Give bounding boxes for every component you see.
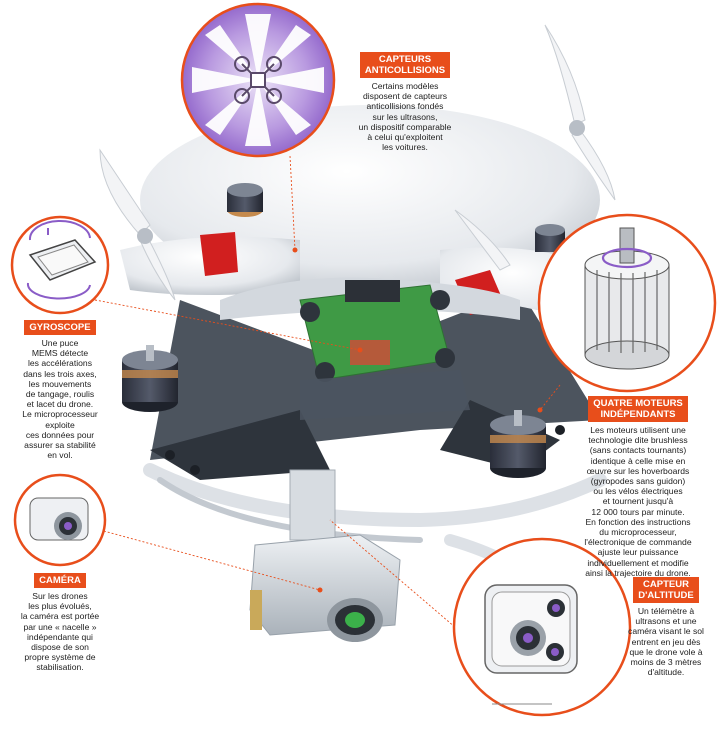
camera-gimbal	[249, 469, 401, 642]
altitude-inset	[452, 537, 632, 717]
processor-chip	[345, 280, 400, 302]
motors-callout: QUATRE MOTEURS INDÉPENDANTS Les moteurs …	[568, 396, 708, 578]
motor-back-right	[535, 224, 565, 252]
motors-title: QUATRE MOTEURS INDÉPENDANTS	[588, 396, 688, 422]
gyroscope-title: GYROSCOPE	[24, 320, 96, 335]
mini-drone-icon	[234, 56, 282, 104]
altitude-callout: CAPTEUR D'ALTITUDE Un télémètre à ultras…	[620, 577, 712, 677]
gyroscope-text: Une puce MEMS détecte les accélérations …	[22, 338, 98, 461]
propeller-rear-right	[544, 24, 616, 201]
motors-text: Les moteurs utilisent une technologie di…	[584, 425, 692, 578]
motor-inset	[537, 213, 717, 393]
anticollision-title: CAPTEURS ANTICOLLISIONS	[359, 52, 451, 78]
gyroscope-chip	[350, 340, 390, 365]
propellers	[99, 24, 616, 301]
gyroscope-inset	[10, 215, 110, 315]
altitude-title: CAPTEUR D'ALTITUDE	[633, 577, 699, 603]
flight-controller-board	[299, 280, 470, 420]
gyroscope-callout: GYROSCOPE Une puce MEMS détecte les accé…	[14, 317, 106, 460]
anticollision-callout: CAPTEURS ANTICOLLISIONS Certains modèles…	[345, 52, 465, 152]
camera-title: CAMÉRA	[34, 573, 86, 588]
altitude-text: Un télémètre à ultrasons et une caméra v…	[628, 606, 704, 678]
propeller-front-right	[454, 209, 511, 271]
camera-text: Sur les drones les plus évolués, la camé…	[20, 591, 100, 673]
red-stripe-left	[200, 232, 238, 276]
propeller-rear-left	[99, 148, 176, 301]
anticollision-text: Certains modèles disposent de capteurs a…	[358, 81, 452, 153]
motor-front-right	[490, 410, 546, 478]
leader-dots	[292, 247, 543, 593]
anticollision-inset	[180, 2, 336, 158]
motor-front-left	[122, 345, 178, 412]
leader-lines	[94, 155, 561, 641]
motor-back-left	[227, 183, 263, 217]
camera-inset	[13, 473, 107, 567]
camera-callout: CAMÉRA Sur les drones les plus évolués, …	[14, 570, 106, 673]
motors	[122, 183, 565, 478]
